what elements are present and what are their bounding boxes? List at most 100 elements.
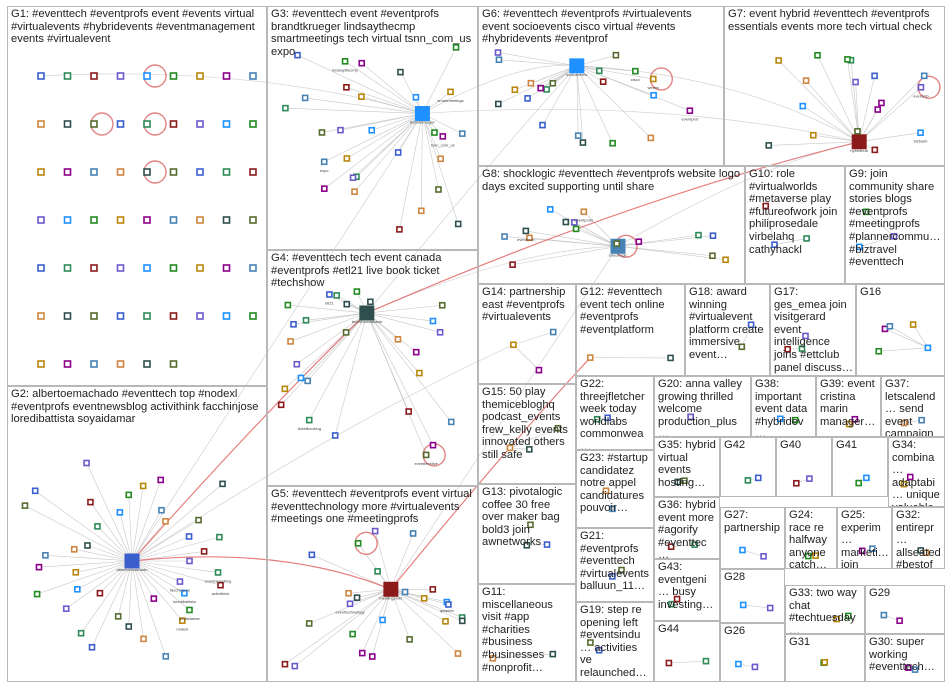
- edge-line: [366, 312, 452, 423]
- node-g9: [855, 243, 863, 251]
- node-g1: [116, 168, 125, 176]
- group-panel-g41: G41: [832, 437, 888, 497]
- edge-line: [131, 485, 144, 562]
- node-g5: [368, 653, 376, 660]
- node-g8: [613, 240, 621, 247]
- node-g3: [351, 188, 358, 196]
- edge-line: [324, 113, 423, 189]
- node-g6: [650, 91, 657, 99]
- group-label-g15: G15: 50 play themiceblogh​q podcast_even…: [482, 386, 568, 461]
- group-panel-g35: G35: hybrid virtual events hosting…: [654, 437, 720, 497]
- edge-line: [24, 505, 133, 562]
- edge-line: [346, 87, 423, 114]
- node-g13: [523, 541, 531, 549]
- node-g1: [143, 120, 151, 128]
- edge-line: [131, 536, 220, 562]
- node-g2: [77, 629, 85, 637]
- edge-line: [576, 65, 613, 144]
- edge-line: [859, 132, 921, 143]
- node-g6: [495, 56, 503, 64]
- node-g2: [21, 502, 29, 509]
- group-label-g33: G33: two way chat #techtuesday…: [789, 587, 857, 634]
- node-g1: [116, 360, 125, 368]
- node-g8: [722, 256, 729, 264]
- node-g33: [833, 615, 840, 623]
- node-label: eventnewsblog: [205, 578, 232, 583]
- node-g38: [791, 416, 799, 424]
- edge-line: [422, 113, 441, 159]
- node-g3: [435, 186, 442, 193]
- node-g1: [196, 120, 204, 128]
- node-g6: [579, 139, 587, 146]
- node-g3: [414, 106, 430, 122]
- node-g4: [333, 292, 340, 299]
- node-g10: [803, 235, 810, 242]
- node-g4: [447, 418, 455, 426]
- edge-line: [576, 65, 654, 80]
- node-g1: [37, 264, 45, 272]
- node-label: meetingprofs: [379, 595, 402, 600]
- group-panel-g30: G30: super working #eventtech…: [865, 634, 945, 682]
- group-label-g41: G41: [836, 439, 858, 451]
- node-g25: [869, 545, 876, 553]
- node-g3: [318, 129, 326, 136]
- group-panel-g5: G5: #eventtech #eventprofs event virtual…: [267, 486, 478, 682]
- node-g33: [845, 612, 852, 620]
- node-g18: [747, 321, 755, 329]
- edge-line: [878, 347, 928, 352]
- edge-line: [859, 235, 895, 248]
- group-label-g16: G16: [860, 286, 882, 298]
- group-label-g25: G25: experim… marketi… join summit…: [841, 509, 889, 569]
- node-label: eventmb: [913, 93, 929, 98]
- node-g7: [814, 52, 821, 59]
- node-g2: [214, 569, 222, 576]
- node-label: ticketbooking: [298, 426, 321, 431]
- node-g7: [765, 142, 773, 149]
- node-label: brandtkrueger: [410, 120, 436, 125]
- node-g5: [429, 586, 437, 593]
- edge-line: [131, 483, 223, 562]
- edge-line: [131, 560, 221, 586]
- node-g5: [374, 568, 381, 575]
- node-g1: [249, 120, 257, 128]
- node-g1: [249, 264, 257, 272]
- node-g1: [90, 72, 98, 80]
- node-g4: [305, 416, 313, 424]
- edge-line: [75, 560, 133, 573]
- group-label-g17: G17: ges_emea join visitgerard event int…: [774, 286, 853, 374]
- node-g1: [222, 264, 231, 272]
- node-g2: [185, 533, 193, 540]
- node-g6: [524, 95, 531, 102]
- node-g28: [766, 604, 774, 612]
- edge-line: [91, 560, 133, 648]
- node-g2: [176, 578, 184, 585]
- node-g1: [196, 216, 204, 224]
- group-label-g36: G36: hybrid event more #agorify #eventte…: [658, 499, 716, 559]
- node-g5: [379, 616, 386, 624]
- edge-line: [576, 65, 579, 136]
- node-g8: [709, 252, 716, 260]
- node-g21: [609, 573, 616, 580]
- node-g4: [438, 301, 446, 309]
- edge-line: [542, 65, 578, 126]
- node-g1: [116, 216, 125, 224]
- inter-group-edge: [131, 113, 423, 562]
- node-g44: [665, 659, 673, 667]
- group-label-g23: G23: #startup candidatez notre appel can…: [580, 452, 648, 515]
- group-panel-g12: G12: #eventtech event tech online #event…: [576, 284, 685, 376]
- edge-line: [668, 660, 706, 664]
- edge-line: [742, 549, 764, 557]
- node-g2: [181, 589, 188, 597]
- node-g2: [217, 581, 224, 589]
- edge-line: [45, 554, 133, 562]
- group-label-g22: G22: threejfletcher week today worldlabs…: [580, 378, 645, 450]
- node-g8: [526, 234, 533, 242]
- node-g16: [875, 347, 883, 355]
- group-panel-g1: G1: #eventtech #eventprofs event #events…: [7, 6, 267, 386]
- node-g26: [751, 663, 759, 671]
- node-g2: [200, 548, 208, 555]
- node-g1: [222, 216, 231, 224]
- node-g10: [762, 202, 770, 210]
- node-g36: [667, 543, 675, 550]
- node-g3: [320, 158, 328, 166]
